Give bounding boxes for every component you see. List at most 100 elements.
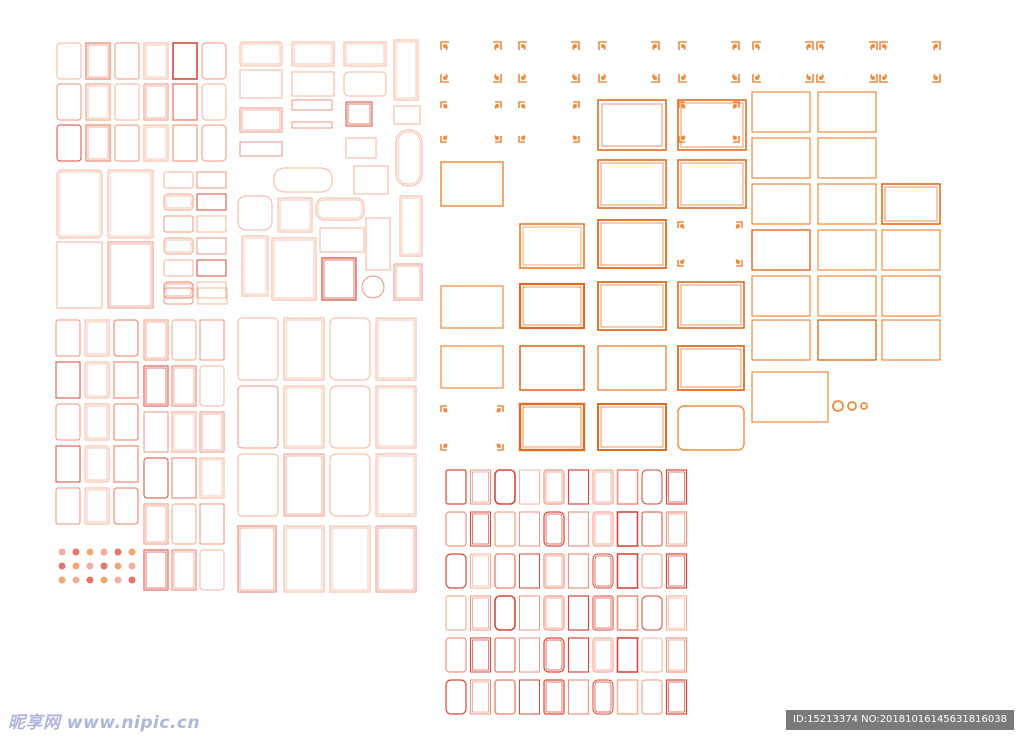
decorative-frame bbox=[665, 511, 688, 547]
decorative-frame bbox=[345, 137, 377, 159]
decorative-frame bbox=[567, 637, 590, 673]
decorative-frame bbox=[399, 195, 423, 257]
corner-ornament-frame bbox=[440, 101, 502, 143]
decorative-frame bbox=[567, 595, 590, 631]
decorative-frame bbox=[291, 71, 335, 97]
decorative-frame bbox=[445, 637, 467, 673]
decorative-frame bbox=[239, 141, 283, 157]
decorative-frame bbox=[199, 319, 225, 361]
decorative-frame bbox=[567, 679, 590, 715]
ornament-dot bbox=[128, 562, 136, 570]
decorative-frame bbox=[519, 223, 585, 269]
decorative-frame bbox=[114, 42, 140, 80]
decorative-frame bbox=[143, 319, 169, 361]
corner-ornament-frame bbox=[678, 41, 740, 83]
swirl-ornament bbox=[860, 402, 868, 410]
decorative-frame bbox=[343, 71, 387, 97]
decorative-frame bbox=[393, 39, 419, 101]
decorative-frame bbox=[56, 83, 82, 121]
swirl-ornament bbox=[832, 400, 844, 412]
ornament-dot bbox=[58, 548, 66, 556]
decorative-frame bbox=[597, 345, 667, 391]
decorative-frame bbox=[55, 487, 81, 525]
decorative-frame bbox=[592, 553, 614, 589]
decorative-frame bbox=[592, 595, 614, 631]
decorative-frame bbox=[543, 511, 565, 547]
decorative-frame bbox=[375, 453, 417, 517]
decorative-frame bbox=[353, 165, 389, 195]
decorative-frame bbox=[445, 511, 467, 547]
decorative-frame bbox=[440, 345, 504, 389]
decorative-frame bbox=[751, 229, 811, 271]
decorative-frame bbox=[616, 469, 639, 505]
decorative-frame bbox=[283, 453, 325, 517]
decorative-frame bbox=[113, 487, 139, 525]
ornament-dot bbox=[72, 562, 80, 570]
decorative-frame bbox=[143, 124, 169, 162]
ornament-dot bbox=[86, 562, 94, 570]
decorative-frame bbox=[592, 679, 614, 715]
decorative-frame bbox=[881, 183, 941, 225]
decorative-frame bbox=[375, 525, 417, 593]
decorative-frame bbox=[393, 263, 423, 301]
decorative-frame bbox=[199, 503, 225, 545]
decorative-frame bbox=[597, 403, 667, 451]
decorative-frame bbox=[641, 553, 663, 589]
decorative-frame bbox=[597, 281, 667, 331]
decorative-frame bbox=[113, 403, 139, 441]
decorative-frame bbox=[881, 319, 941, 361]
decorative-frame bbox=[641, 511, 663, 547]
decorative-frame bbox=[199, 365, 225, 407]
decorative-frame bbox=[543, 637, 565, 673]
ornament-dot bbox=[72, 548, 80, 556]
decorative-frame bbox=[445, 469, 467, 505]
decorative-frame bbox=[592, 511, 614, 547]
corner-ornament-frame bbox=[816, 41, 878, 83]
decorative-frame bbox=[677, 405, 745, 451]
decorative-frame bbox=[56, 124, 82, 162]
decorative-frame bbox=[196, 215, 227, 233]
decorative-frame bbox=[597, 99, 667, 151]
decorative-frame bbox=[519, 345, 585, 391]
decorative-frame bbox=[817, 319, 877, 361]
decorative-frame bbox=[55, 319, 81, 357]
decorative-frame bbox=[171, 457, 197, 499]
decorative-frame bbox=[84, 403, 110, 441]
decorative-frame bbox=[592, 469, 614, 505]
decorative-frame bbox=[597, 159, 667, 209]
decorative-frame bbox=[163, 215, 194, 233]
decorative-frame bbox=[163, 287, 194, 305]
decorative-frame bbox=[171, 365, 197, 407]
decorative-frame bbox=[641, 595, 663, 631]
ornament-dot bbox=[86, 548, 94, 556]
decorative-frame bbox=[817, 91, 877, 133]
corner-ornament-frame bbox=[879, 41, 941, 83]
decorative-frame bbox=[445, 679, 467, 715]
decorative-frame bbox=[440, 285, 504, 329]
decorative-frame bbox=[84, 487, 110, 525]
decorative-frame bbox=[677, 345, 745, 391]
ornament-dot bbox=[100, 548, 108, 556]
decorative-frame bbox=[55, 445, 81, 483]
decorative-frame bbox=[143, 42, 169, 80]
decorative-frame bbox=[271, 237, 317, 301]
decorative-frame bbox=[143, 411, 169, 453]
decorative-frame bbox=[241, 235, 269, 297]
decorative-frame bbox=[239, 41, 283, 67]
corner-ornament-frame bbox=[752, 41, 814, 83]
decorative-frame bbox=[283, 525, 325, 593]
corner-ornament-frame bbox=[440, 405, 504, 451]
decorative-frame bbox=[163, 237, 194, 255]
decorative-frame bbox=[199, 411, 225, 453]
decorative-frame bbox=[817, 137, 877, 179]
decorative-frame bbox=[519, 637, 540, 673]
decorative-frame bbox=[518, 282, 586, 330]
decorative-frame bbox=[751, 319, 811, 361]
ornament-dot bbox=[114, 548, 122, 556]
decorative-frame bbox=[143, 365, 169, 407]
decorative-frame bbox=[519, 553, 540, 589]
decorative-frame bbox=[470, 511, 491, 547]
decorative-frame bbox=[201, 42, 227, 80]
decorative-frame bbox=[329, 453, 371, 517]
